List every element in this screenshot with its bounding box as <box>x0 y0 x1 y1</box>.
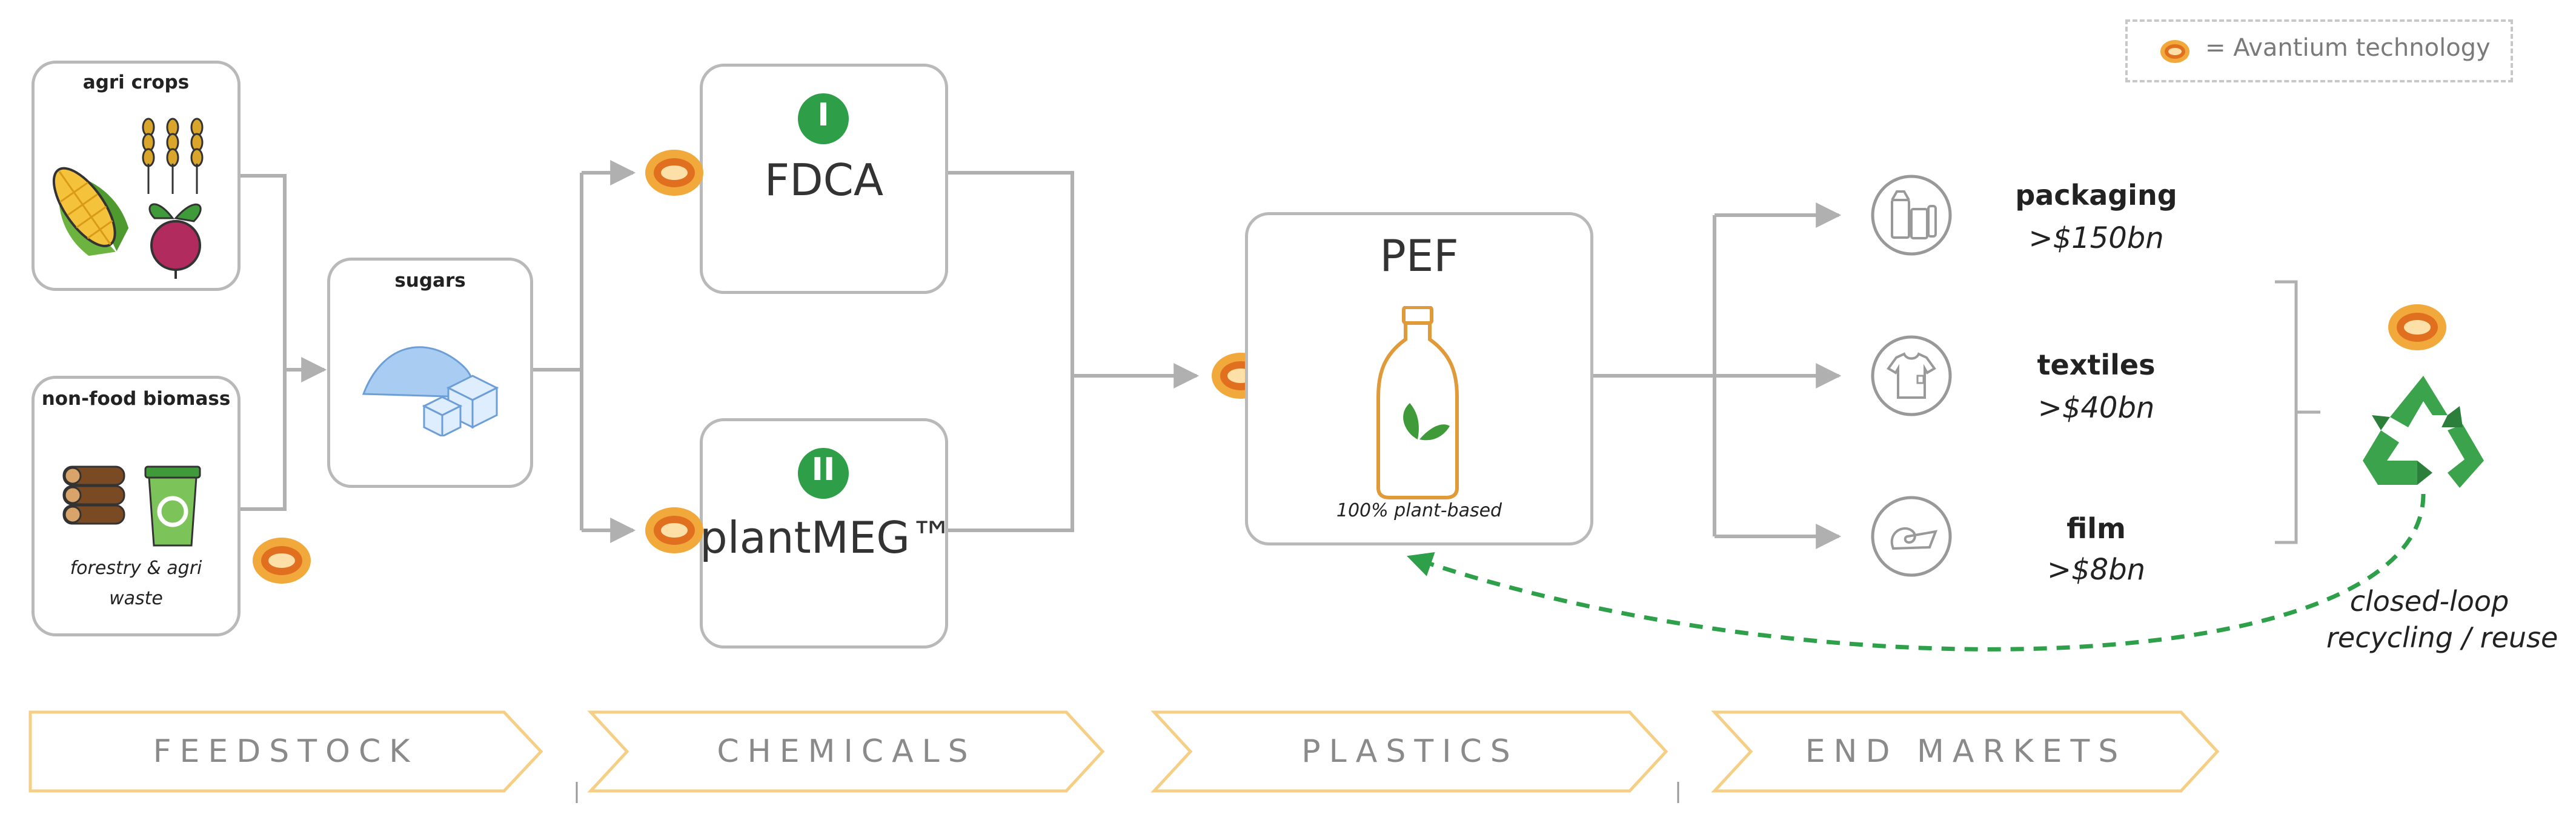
badge-one <box>798 93 849 144</box>
film-roll-icon <box>1871 496 1952 577</box>
market-film-value: >$8bn <box>2047 553 2146 587</box>
legend-label: = Avantium technology <box>2205 34 2491 62</box>
plantmeg-badge-text: II <box>811 452 835 488</box>
recycle-icon <box>2363 376 2484 488</box>
tshirt-icon <box>1871 335 1952 416</box>
stage-end-markets: END MARKETS <box>1805 733 2127 770</box>
fdca-label: FDCA <box>764 155 884 205</box>
agri-crops-icon <box>52 118 204 279</box>
plant-bottle-icon <box>1376 306 1459 499</box>
feedstock-connector <box>239 174 287 511</box>
non-food-biomass-label: non-food biomass <box>41 388 231 410</box>
recycling-label-line2: recycling / reuse <box>2326 621 2558 654</box>
avantium-ring-icon <box>253 538 311 584</box>
pef-title: PEF <box>1379 230 1459 281</box>
stage-chevron-chemicals <box>587 710 1105 793</box>
stage-feedstock: FEEDSTOCK <box>153 733 419 770</box>
market-film-name: film <box>2066 512 2126 545</box>
market-bracket <box>2275 280 2320 544</box>
pef-box <box>1245 212 1593 545</box>
sugars-label: sugars <box>394 270 466 292</box>
market-textiles-name: textiles <box>2037 348 2156 381</box>
pef-caption: 100% plant-based <box>1336 500 1502 521</box>
plantmeg-label: plantMEG™ <box>700 512 954 563</box>
forestry-label-line2: waste <box>109 588 163 609</box>
market-packaging-value: >$150bn <box>2028 221 2164 255</box>
market-packaging-name: packaging <box>2015 179 2177 212</box>
stage-chevron-feedstock <box>28 710 543 793</box>
stage-plastics: PLASTICS <box>1301 733 1519 770</box>
biomass-icon <box>62 465 201 547</box>
fdca-badge-text: I <box>817 97 829 133</box>
non-food-biomass-box <box>32 376 241 636</box>
recycling-label-line1: closed-loop <box>2349 585 2509 618</box>
agri-crops-label: agri crops <box>82 72 190 93</box>
legend-box <box>2125 19 2513 82</box>
avantium-ring-icon <box>2388 304 2446 350</box>
market-textiles-value: >$40bn <box>2037 391 2155 425</box>
sugar-pile-icon <box>362 346 499 436</box>
chemicals-connector <box>948 171 1074 532</box>
avantium-ring-icon <box>645 507 703 553</box>
closed-loop-arrow <box>1407 493 2426 652</box>
stage-chemicals: CHEMICALS <box>717 733 977 770</box>
forestry-label-line1: forestry & agri <box>70 558 202 579</box>
packaging-icon <box>1871 175 1952 256</box>
avantium-ring-icon <box>2160 40 2189 63</box>
badge-two <box>798 448 849 499</box>
avantium-ring-icon <box>645 150 703 196</box>
stage-chevron-plastics <box>1150 710 1668 793</box>
stage-chevron-end-markets <box>1711 710 2220 793</box>
